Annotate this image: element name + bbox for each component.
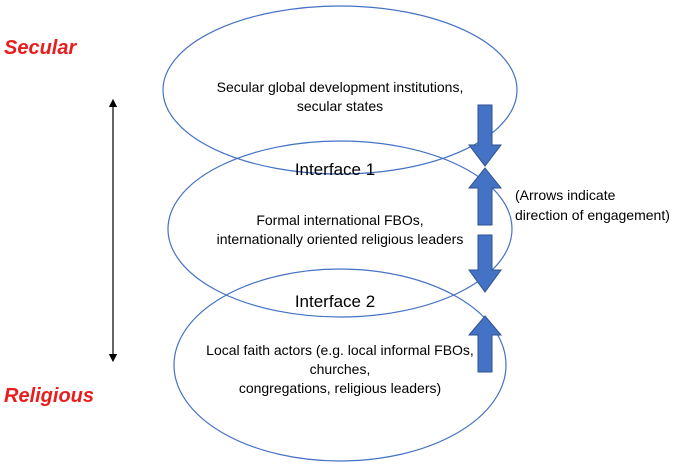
local-level-line-2: churches, (309, 361, 371, 377)
arrow-legend-line-2: direction of engagement) (515, 207, 670, 223)
interface-1-label: Interface 1 (294, 160, 376, 179)
formal-level-line-2: internationally oriented religious leade… (216, 231, 464, 247)
up-arrow-1 (467, 167, 503, 226)
interface-2-label: Interface 2 (294, 292, 376, 311)
secular-level-line-1: Secular global development institutions, (216, 79, 464, 95)
local-faith-ellipse (173, 268, 507, 462)
secular-ellipse (162, 5, 518, 175)
formal-level-text: Formal international FBOs, international… (190, 211, 490, 249)
formal-level-line-1: Formal international FBOs, (256, 212, 424, 228)
local-level-line-1: Local faith actors (e.g. local informal … (206, 342, 474, 358)
local-level-text: Local faith actors (e.g. local informal … (180, 341, 500, 398)
secular-label: Secular (4, 37, 77, 59)
religious-label: Religious (4, 385, 95, 407)
down-arrow-2 (468, 234, 502, 293)
up-arrow-2 (467, 315, 503, 373)
down-arrow-1 (467, 104, 503, 167)
arrow-legend-note: (Arrows indicate direction of engagement… (515, 185, 670, 225)
secular-level-line-2: secular states (296, 98, 384, 114)
local-level-line-3: congregations, religious leaders) (238, 380, 442, 396)
secular-level-text: Secular global development institutions,… (190, 78, 490, 116)
arrow-legend-line-1: (Arrows indicate (515, 187, 616, 203)
formal-fbo-ellipse (167, 140, 513, 318)
